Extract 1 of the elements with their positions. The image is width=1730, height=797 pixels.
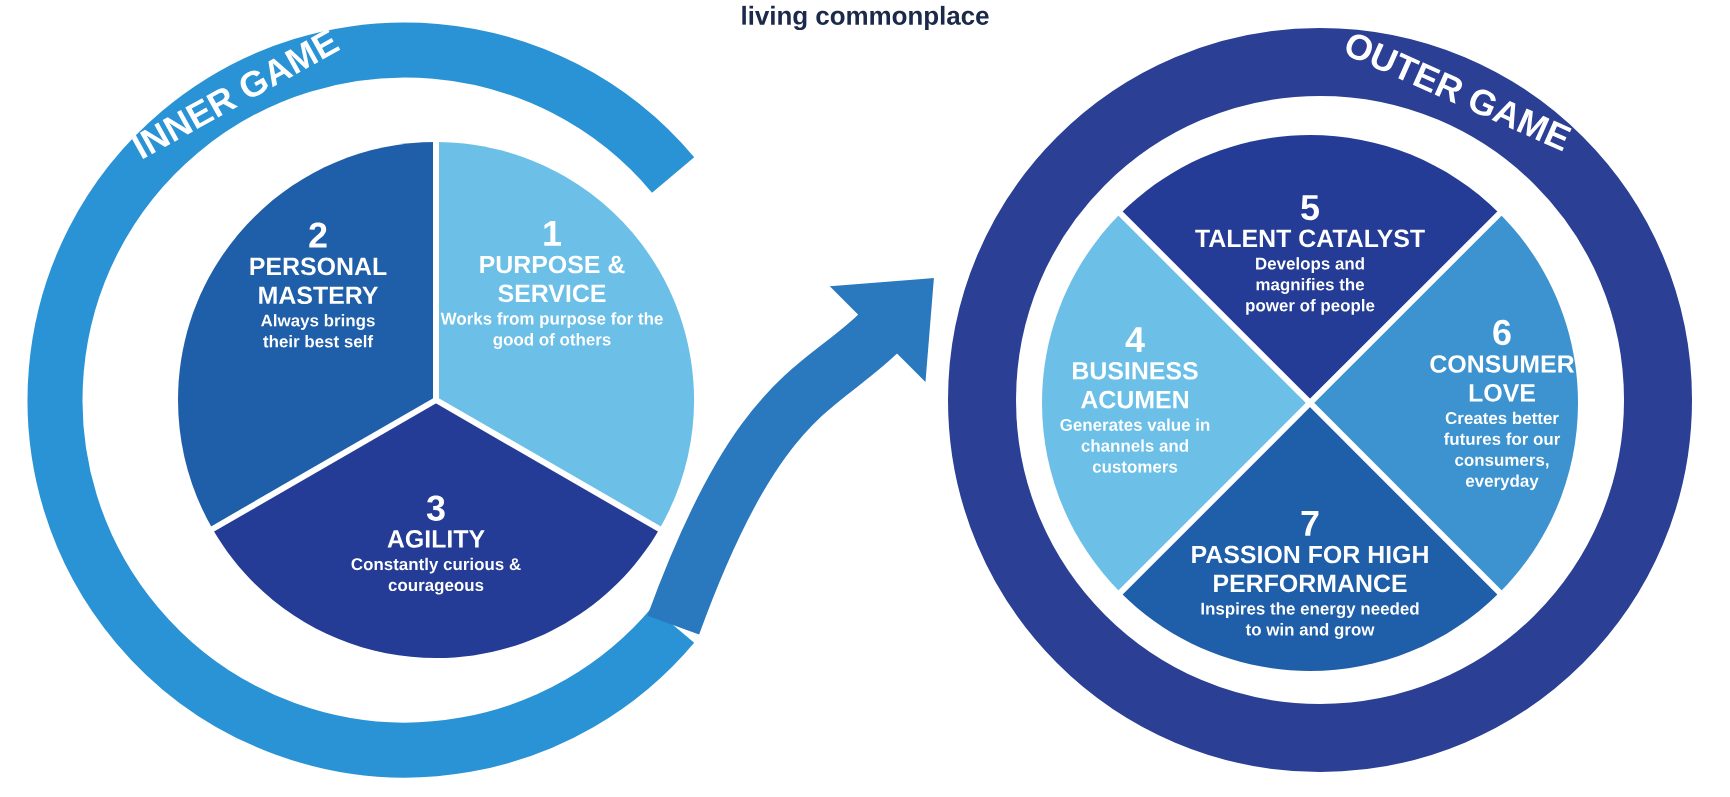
pie-sector: 3 AGILITY Constantly curious & courageous <box>212 400 660 658</box>
